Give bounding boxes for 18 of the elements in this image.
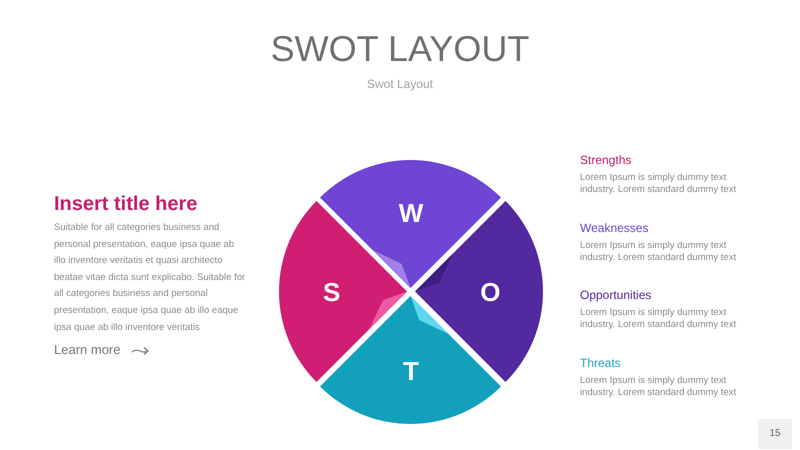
description-text: Lorem Ipsum is simply dummy text industry. Lorem standard dummy text bbox=[580, 375, 738, 399]
section-heading: Threats bbox=[580, 356, 621, 370]
section-heading: Opportunities bbox=[580, 288, 652, 302]
section-heading: Strengths bbox=[580, 153, 632, 167]
link-text: Learn more bbox=[54, 342, 120, 357]
heading: Insert title here bbox=[54, 193, 198, 216]
slide-title: SWOT LAYOUT bbox=[270, 28, 530, 70]
subtitle: Swot Layout bbox=[366, 77, 434, 91]
body-text: Suitable for all categories business and personal presentation, eaque ipsa quae ab illo inventore veritatis et quasi architecto beatae vitae dicta sunt explicabo. Suitable for all categories business and personal presentation, eaque ipsa quae ab illo eaque ipsa quae ab illo inventore veritatis bbox=[54, 221, 246, 335]
description-text: Lorem Ipsum is simply dummy text industry. Lorem standard dummy text bbox=[580, 240, 738, 264]
segment-letter: O bbox=[479, 276, 502, 307]
segment-letter: S bbox=[322, 276, 342, 307]
page-number: 15 bbox=[758, 419, 792, 449]
description-text: Lorem Ipsum is simply dummy text industry. Lorem standard dummy text bbox=[580, 307, 738, 331]
segment-letter: W bbox=[398, 198, 424, 228]
description-text: Lorem Ipsum is simply dummy text industry. Lorem standard dummy text bbox=[580, 172, 738, 196]
section-heading: Weaknesses bbox=[580, 221, 648, 235]
segment-letter: T bbox=[402, 356, 420, 386]
